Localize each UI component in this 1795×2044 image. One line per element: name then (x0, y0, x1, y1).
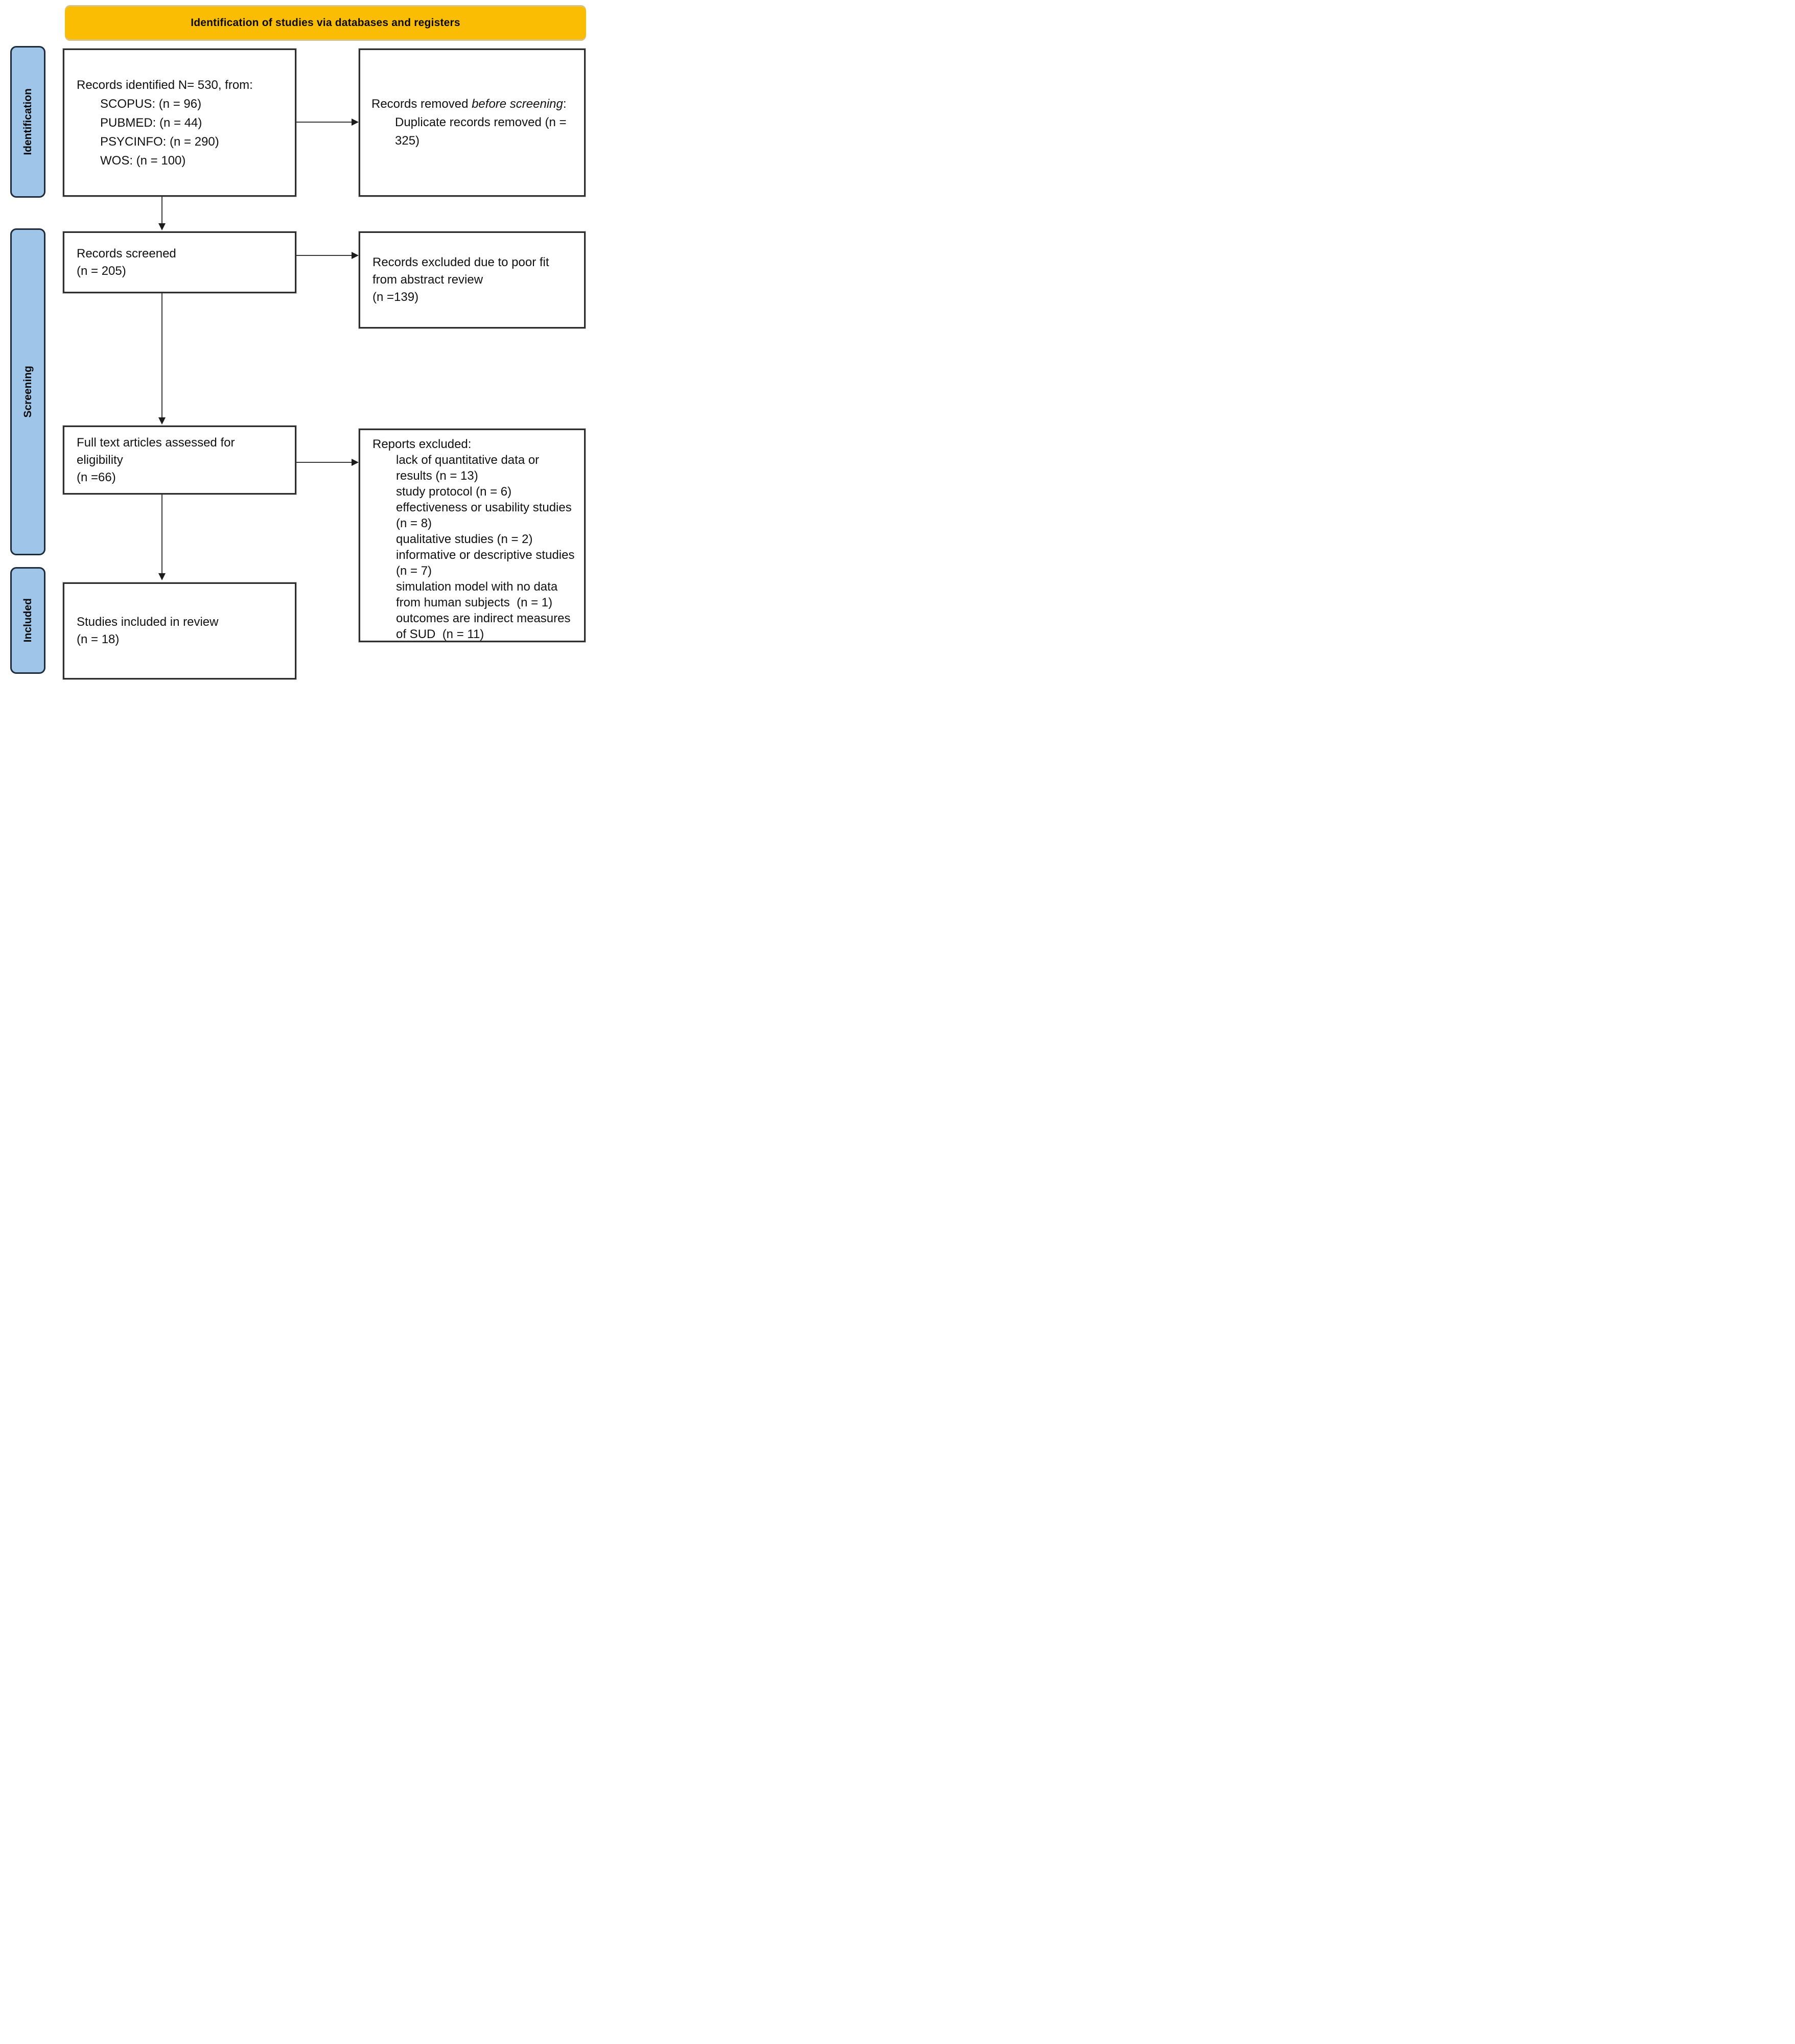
records-removed-detail: Duplicate records removed (n = 325) (395, 115, 567, 148)
studies-included-line1: Studies included in review (77, 615, 219, 629)
arrow-stem (296, 255, 354, 256)
arrow-head (158, 417, 166, 425)
reports-excluded-reason: study protocol (n = 6) (396, 485, 512, 499)
reports-excluded-reason: simulation model with no data from human… (396, 580, 561, 609)
box-full-text-assessed: Full text articles assessed for eligibil… (63, 426, 296, 495)
records-excluded-line3: (n =139) (372, 290, 419, 304)
records-identified-source: PSYCINFO: (n = 290) (100, 134, 219, 149)
arrow-stem (161, 293, 162, 418)
arrow-head (158, 573, 166, 580)
reports-excluded-reason: qualitative studies (n = 2) (396, 532, 533, 546)
records-excluded-line2: from abstract review (372, 273, 483, 287)
records-excluded-line1: Records excluded due to poor fit (372, 255, 549, 269)
arrow-stem (161, 197, 162, 224)
stage-tab-included-label: Included (21, 598, 34, 643)
stage-tab-identification: Identification (10, 46, 45, 198)
full-text-line1: Full text articles assessed for (77, 435, 235, 450)
records-screened-line2: (n = 205) (77, 264, 126, 278)
box-records-identified: Records identified N= 530, from: SCOPUS:… (63, 49, 296, 197)
records-identified-source: SCOPUS: (n = 96) (100, 97, 202, 111)
stage-tab-screening: Screening (10, 228, 45, 555)
arrow-head (352, 252, 359, 259)
records-screened-line1: Records screened (77, 246, 176, 261)
arrow-stem (161, 495, 162, 574)
stage-tab-identification-label: Identification (21, 88, 34, 155)
flow-banner: Identification of studies via databases … (65, 7, 586, 39)
records-identified-source: PUBMED: (n = 44) (100, 115, 202, 130)
full-text-line3: (n =66) (77, 470, 116, 484)
arrow-stem (296, 122, 354, 123)
records-identified-intro: Records identified N= 530, from: (77, 78, 253, 92)
reports-excluded-reason: lack of quantitative data or results (n … (396, 453, 543, 483)
reports-excluded-reason: informative or descriptive studies (n = … (396, 548, 581, 578)
records-removed-lead: Records removed (371, 97, 472, 111)
banner-title: Identification of studies via databases … (191, 17, 460, 29)
reports-excluded-reason: outcomes are indirect measures of SUD (n… (396, 612, 574, 641)
box-records-screened: Records screened (n = 205) (63, 231, 296, 293)
box-records-excluded-abstract: Records excluded due to poor fit from ab… (359, 231, 586, 328)
records-removed-emphasis: before screening (472, 97, 563, 111)
records-removed-heading: Records removed before screening: (371, 95, 576, 113)
box-studies-included: Studies included in review (n = 18) (63, 582, 296, 679)
prisma-flow-diagram: Identification of studies via databases … (0, 0, 598, 682)
arrow-head (158, 223, 166, 230)
stage-tab-screening-label: Screening (21, 366, 34, 418)
box-records-removed-before-screening: Records removed before screening: Duplic… (359, 49, 586, 197)
records-removed-tail: : (563, 97, 567, 111)
records-identified-source: WOS: (n = 100) (100, 153, 186, 168)
arrow-head (352, 459, 359, 466)
studies-included-line2: (n = 18) (77, 632, 120, 646)
box-reports-excluded: Reports excluded: lack of quantitative d… (359, 429, 586, 642)
reports-excluded-reason: effectiveness or usability studies (n = … (396, 501, 575, 530)
stage-tab-included: Included (10, 567, 45, 674)
arrow-head (352, 119, 359, 126)
full-text-line2: eligibility (77, 453, 123, 467)
reports-excluded-title: Reports excluded: (372, 437, 472, 451)
arrow-stem (296, 462, 354, 463)
